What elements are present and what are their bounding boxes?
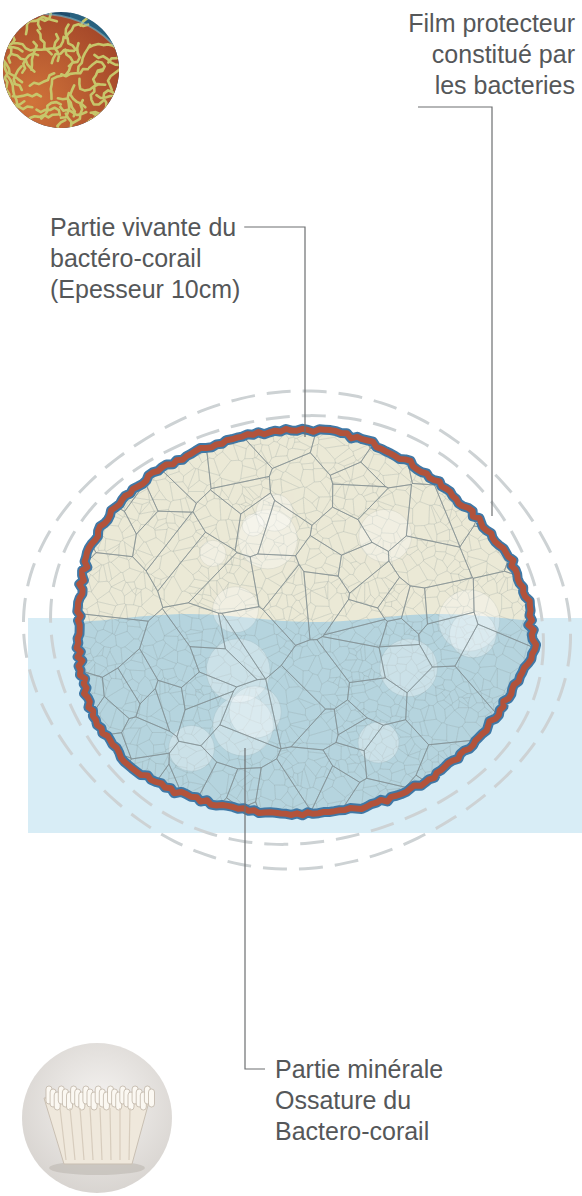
dashed-halo xyxy=(23,391,570,869)
leader-line xyxy=(245,748,265,1069)
leader-line xyxy=(418,107,492,516)
dashed-halo xyxy=(23,391,570,869)
living-part-label: Partie vivante du bactéro-corail (Epesse… xyxy=(50,212,250,305)
leader-line xyxy=(244,227,305,437)
bactero-coral-section xyxy=(40,410,560,840)
mineral-part-label: Partie minérale Ossature du Bactero-cora… xyxy=(275,1054,475,1147)
brain-coral-photo xyxy=(0,7,145,210)
film-label: Film protecteur constitué par les bacter… xyxy=(400,8,575,101)
mineral-skeleton-photo xyxy=(20,1040,180,1196)
